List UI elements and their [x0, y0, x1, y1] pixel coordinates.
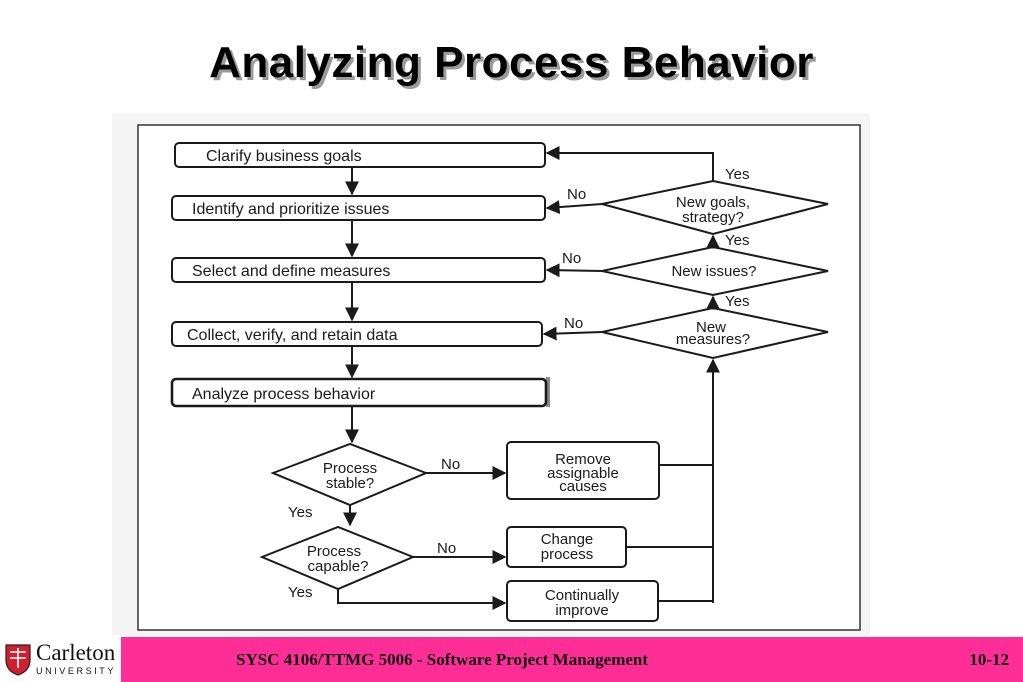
- yes-label: Yes: [725, 166, 749, 183]
- flowchart-image: Clarify business goals Identify and prio…: [112, 113, 870, 635]
- action-change-process: Change process: [506, 526, 627, 568]
- decision-label: New: [696, 319, 726, 336]
- decision-label: Process: [323, 460, 377, 477]
- decision-label: capable?: [308, 558, 369, 575]
- flowchart: Clarify business goals Identify and prio…: [137, 124, 861, 631]
- logo-name: Carleton: [36, 640, 116, 665]
- step-collect-data: Collect, verify, and retain data: [171, 321, 543, 347]
- decision-new-goals: New goals, strategy?: [601, 179, 829, 236]
- shield-icon: [5, 644, 31, 676]
- decision-label: Process: [307, 543, 361, 560]
- action-remove-causes: Remove assignable causes: [506, 441, 660, 500]
- decision-new-issues: New issues?: [601, 245, 829, 297]
- step-label: Collect, verify, and retain data: [187, 327, 398, 344]
- step-label: Clarify business goals: [206, 148, 362, 165]
- no-label: No: [562, 250, 581, 267]
- decision-label: measures?: [676, 331, 750, 348]
- no-label: No: [567, 186, 586, 203]
- step-clarify-goals: Clarify business goals: [174, 142, 546, 168]
- logo-subtitle: UNIVERSITY: [36, 666, 117, 676]
- no-label: No: [437, 540, 456, 557]
- action-label: causes: [559, 478, 607, 495]
- decision-process-stable: Process stable?: [270, 442, 429, 507]
- step-select-measures: Select and define measures: [171, 257, 546, 283]
- step-analyze-behavior: Analyze process behavior: [170, 377, 550, 408]
- decision-label: strategy?: [682, 209, 744, 226]
- no-label: No: [564, 315, 583, 332]
- decision-new-measures: New measures?: [601, 306, 829, 360]
- yes-label: Yes: [725, 293, 749, 310]
- action-label: Change: [541, 531, 594, 548]
- step-label: Identify and prioritize issues: [192, 201, 389, 218]
- yes-label: Yes: [288, 504, 312, 521]
- slide-footer: Carleton UNIVERSITY SYSC 4106/TTMG 5006 …: [0, 636, 1023, 682]
- action-label: assignable: [547, 465, 619, 482]
- yes-label: Yes: [288, 584, 312, 601]
- slide-title: Analyzing Process Behavior: [209, 38, 814, 87]
- step-identify-issues: Identify and prioritize issues: [171, 195, 546, 221]
- no-label: No: [441, 456, 460, 473]
- action-label: Remove: [555, 451, 611, 468]
- course-title: SYSC 4106/TTMG 5006 - Software Project M…: [236, 650, 649, 669]
- university-logo: Carleton UNIVERSITY: [0, 636, 121, 682]
- action-label: improve: [555, 602, 608, 619]
- action-label: process: [541, 546, 594, 563]
- action-label: Continually: [545, 587, 620, 604]
- step-label: Analyze process behavior: [192, 386, 376, 403]
- decision-label: New goals,: [676, 194, 750, 211]
- action-continually-improve: Continually improve: [506, 580, 659, 622]
- yes-label: Yes: [725, 232, 749, 249]
- connectors: [337, 146, 720, 610]
- decision-label: stable?: [326, 475, 374, 492]
- page-number: 10-12: [969, 650, 1009, 669]
- decision-label: New issues?: [671, 263, 756, 280]
- footer-bar: SYSC 4106/TTMG 5006 - Software Project M…: [121, 637, 1023, 682]
- step-label: Select and define measures: [192, 263, 390, 280]
